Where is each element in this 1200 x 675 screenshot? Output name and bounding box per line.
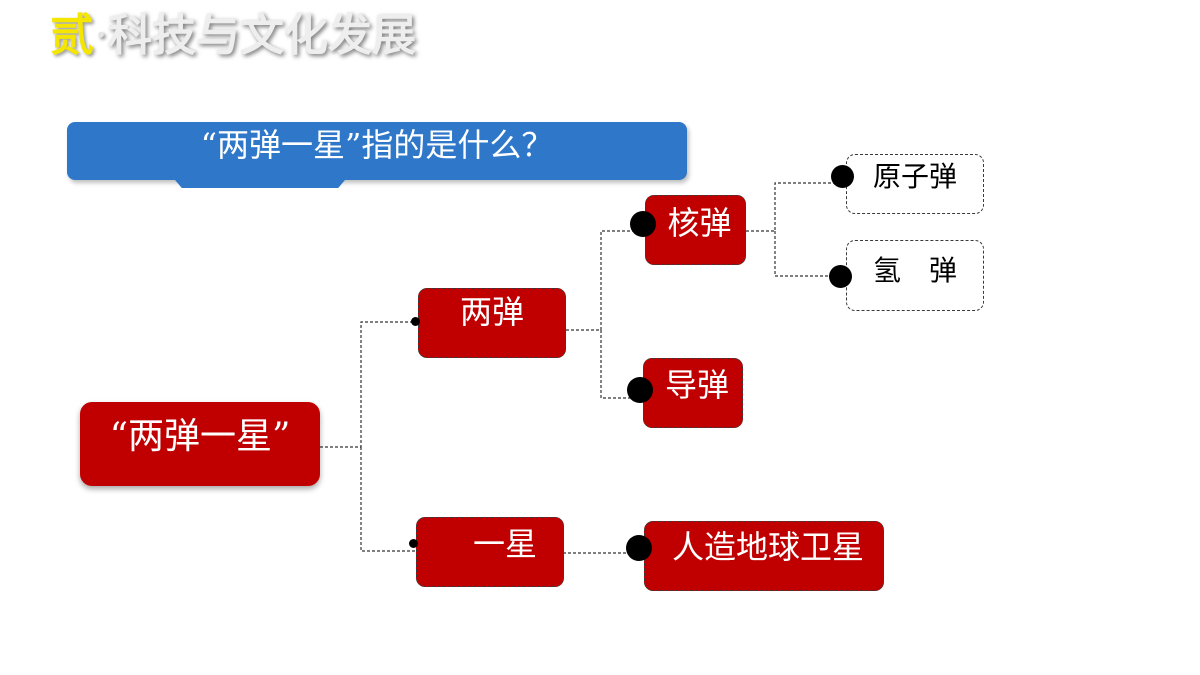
node-label: 核弹 bbox=[667, 204, 732, 242]
node-label: 两弹 bbox=[459, 293, 524, 331]
connector-dot bbox=[627, 377, 653, 403]
node-yuanzidan: 原子弹 bbox=[846, 154, 984, 214]
node-label: “两弹一星” bbox=[109, 416, 291, 457]
link-hedan-qingdan bbox=[774, 231, 842, 277]
link-root-liangdan bbox=[320, 321, 416, 448]
connector-dot bbox=[409, 539, 418, 548]
node-liangdan-yixing: “两弹一星” bbox=[80, 402, 320, 486]
question-text: “两弹一星”指的是什么？ bbox=[200, 126, 554, 164]
connector-dot bbox=[829, 265, 852, 288]
node-liangdan: 两弹 bbox=[418, 288, 566, 358]
node-label: 原子弹 bbox=[872, 160, 957, 193]
title-separator: · bbox=[94, 10, 108, 61]
node-label: 一星 bbox=[472, 525, 537, 563]
node-label: 人造地球卫星 bbox=[671, 528, 864, 566]
link-liangdan-hedan bbox=[566, 230, 645, 331]
node-label: 导弹 bbox=[664, 366, 729, 404]
slide-title: 贰·科技与文化发展 bbox=[50, 8, 416, 64]
connector-dot bbox=[411, 317, 420, 326]
node-label: 氢 弹 bbox=[872, 254, 957, 287]
node-weixing: 人造地球卫星 bbox=[644, 521, 884, 591]
section-number: 贰 bbox=[50, 10, 94, 61]
node-qingdan: 氢 弹 bbox=[846, 240, 984, 311]
question-banner: “两弹一星”指的是什么？ bbox=[67, 122, 687, 180]
node-hedan: 核弹 bbox=[645, 195, 746, 265]
link-hedan-yuanzidan bbox=[746, 182, 842, 232]
connector-dot bbox=[626, 535, 652, 561]
section-title: 科技与文化发展 bbox=[108, 10, 416, 61]
link-root-yixing bbox=[360, 447, 416, 552]
connector-dot bbox=[630, 211, 656, 237]
connector-dot bbox=[831, 165, 854, 188]
node-yixing: 一星 bbox=[416, 517, 564, 587]
node-daodan: 导弹 bbox=[643, 358, 743, 428]
